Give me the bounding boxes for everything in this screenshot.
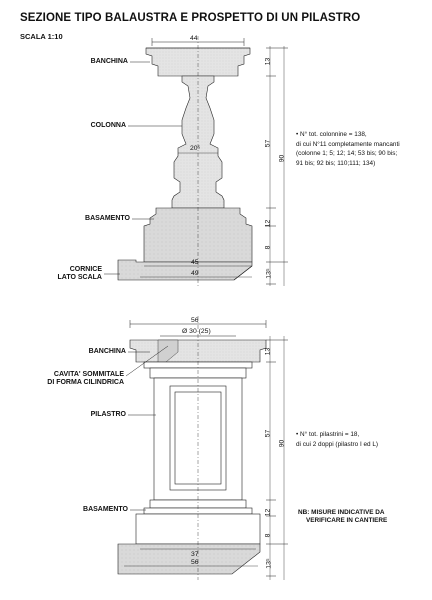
pillar-dim-h-banchina: 13 [264, 347, 272, 356]
label-pillar-basamento: BASAMENTO [83, 506, 128, 513]
label-colonna: COLONNA [90, 122, 126, 129]
pillar-dim-base-inner: 37 [191, 551, 199, 558]
balustrade-cornice [117, 259, 253, 281]
pillar-dim-h-base1: 12 [264, 508, 272, 517]
label-cornice-line1: CORNICE [69, 266, 102, 273]
nb-note-line1: NB: MISURE INDICATIVE DA [298, 509, 385, 516]
dim-top-width: 44 [190, 35, 198, 42]
balustrade-section [104, 36, 288, 286]
pillar-dim-h-pilastro: 57 [264, 429, 272, 438]
dim-h-colonna: 57 [264, 139, 272, 148]
dim-base-inner: 45 [191, 259, 199, 266]
label-pillar-banchina: BANCHINA [88, 348, 126, 355]
label-cornice: CORNICE LATO SCALA [40, 266, 102, 282]
label-cavita-line2: DI FORMA CILINDRICA [47, 379, 124, 386]
balustrade-note-line2: di cui N°11 completamente mancanti [296, 140, 400, 148]
dim-h-cornice: 13⁵ [265, 268, 273, 279]
pillar-dim-h-base2: 8 [264, 533, 272, 538]
label-banchina: BANCHINA [90, 58, 128, 65]
pillar-elevation [117, 316, 288, 580]
balustrade-note-line4: 91 bis; 92 bis; 110;111; 134) [296, 159, 376, 167]
label-cavita: CAVITA' SOMMITALE DI FORMA CILINDRICA [30, 371, 124, 387]
drawing-title: SEZIONE TIPO BALAUSTRA E PROSPETTO DI UN… [20, 12, 361, 24]
drawing-scale: SCALA 1:10 [20, 32, 63, 41]
pillar-dim-base-outer: 56 [191, 559, 199, 566]
pillar-note: • N° tot. pilastrini = 18, di cui 2 dopp… [296, 430, 426, 449]
pillar-dim-h-cornice: 13⁵ [265, 558, 273, 569]
dim-h-total: 90 [278, 154, 286, 163]
pillar-note-line1: • N° tot. pilastrini = 18, [296, 431, 360, 438]
label-pilastro: PILASTRO [90, 411, 126, 418]
balustrade-note-line3: (colonne 1; 5; 12; 14; 53 bis; 90 bis; [296, 150, 398, 157]
dim-base-outer: 49 [191, 270, 199, 277]
pillar-dim-h-total: 90 [278, 439, 286, 448]
dim-h-base1: 12 [264, 219, 272, 228]
nb-note-line2: VERIFICARE IN CANTIERE [306, 517, 388, 524]
label-cavita-line1: CAVITA' SOMMITALE [53, 371, 124, 378]
balustrade-note: • N° tot. colonnine = 138, di cui N°11 c… [296, 130, 426, 168]
dim-h-banchina: 13 [264, 57, 272, 66]
balustrade-note-line1: • N° tot. colonnine = 138, [296, 131, 367, 138]
pillar-cornice [117, 543, 261, 575]
dim-h-base2: 8 [264, 245, 272, 250]
nb-note: NB: MISURE INDICATIVE DA VERIFICARE IN C… [298, 509, 418, 525]
pillar-dim-cavity: Ø 30 (25) [182, 328, 211, 335]
pillar-dim-top-width: 56 [191, 317, 199, 324]
balustrade-banchina [145, 47, 251, 77]
pillar-note-line2: di cui 2 doppi (pilastro I ed L) [296, 440, 379, 448]
label-basamento: BASAMENTO [85, 215, 130, 222]
dim-neck-width: 20⁵ [190, 145, 201, 152]
label-cornice-line2: LATO SCALA [57, 274, 102, 281]
